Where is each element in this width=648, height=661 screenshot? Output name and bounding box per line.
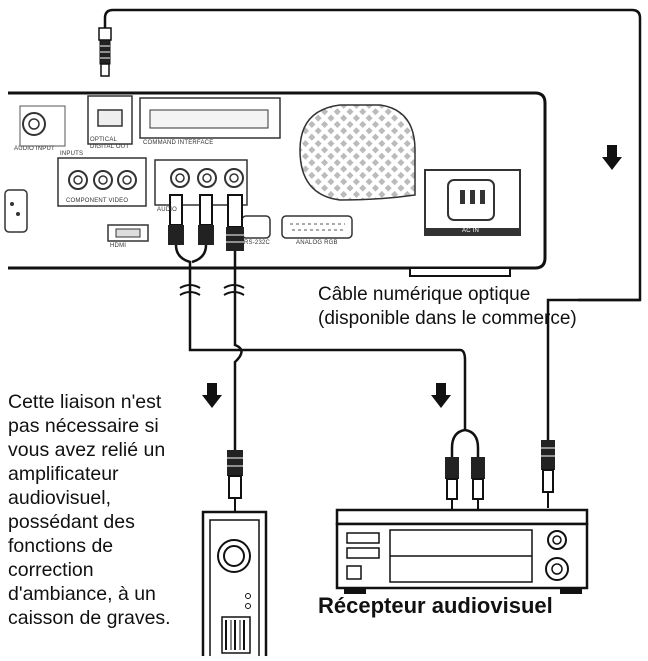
audio-plugs-inserted	[168, 194, 244, 251]
audio-cable-right	[191, 244, 208, 264]
optical-cable	[103, 8, 642, 440]
label-command-interface: COMMAND INTERFACE	[143, 140, 214, 146]
receiver-rca-plugs	[445, 457, 485, 510]
arrow-down-icon	[202, 383, 222, 408]
audio-cable-left	[174, 244, 467, 430]
arrow-down-icon	[602, 145, 622, 170]
subwoofer-cable	[233, 251, 243, 450]
label-digital-out: DIGITAL OUT	[90, 144, 130, 150]
label-rs232c: RS-232C	[244, 240, 271, 246]
receiver-label: Récepteur audiovisuel	[318, 593, 553, 618]
subwoofer-note: Cette liaison n'est pas nécessaire si vo…	[8, 391, 171, 629]
subwoofer-illustration	[201, 510, 268, 661]
label-ac-in: AC IN	[462, 228, 480, 234]
label-analog-rgb: ANALOG RGB	[296, 240, 338, 246]
label-inputs: INPUTS	[60, 151, 84, 157]
arrow-down-icon	[431, 383, 451, 408]
optical-cable-label: Câble numérique optique (disponible dans…	[318, 284, 577, 329]
av-receiver-illustration	[335, 508, 589, 594]
audio-y-split	[450, 428, 480, 460]
label-hdmi: HDMI	[110, 243, 127, 249]
label-component-video: COMPONENT VIDEO	[66, 198, 129, 204]
label-optical: OPTICAL	[90, 137, 118, 143]
device-rear-panel	[4, 91, 547, 277]
receiver-optical-plug	[541, 440, 555, 508]
label-audio-input: AUDIO INPUT	[14, 146, 55, 152]
subwoofer-plug	[227, 450, 243, 512]
cable-break-marks	[179, 284, 245, 296]
optical-plug-top	[98, 27, 112, 77]
label-audio: AUDIO	[157, 207, 178, 213]
